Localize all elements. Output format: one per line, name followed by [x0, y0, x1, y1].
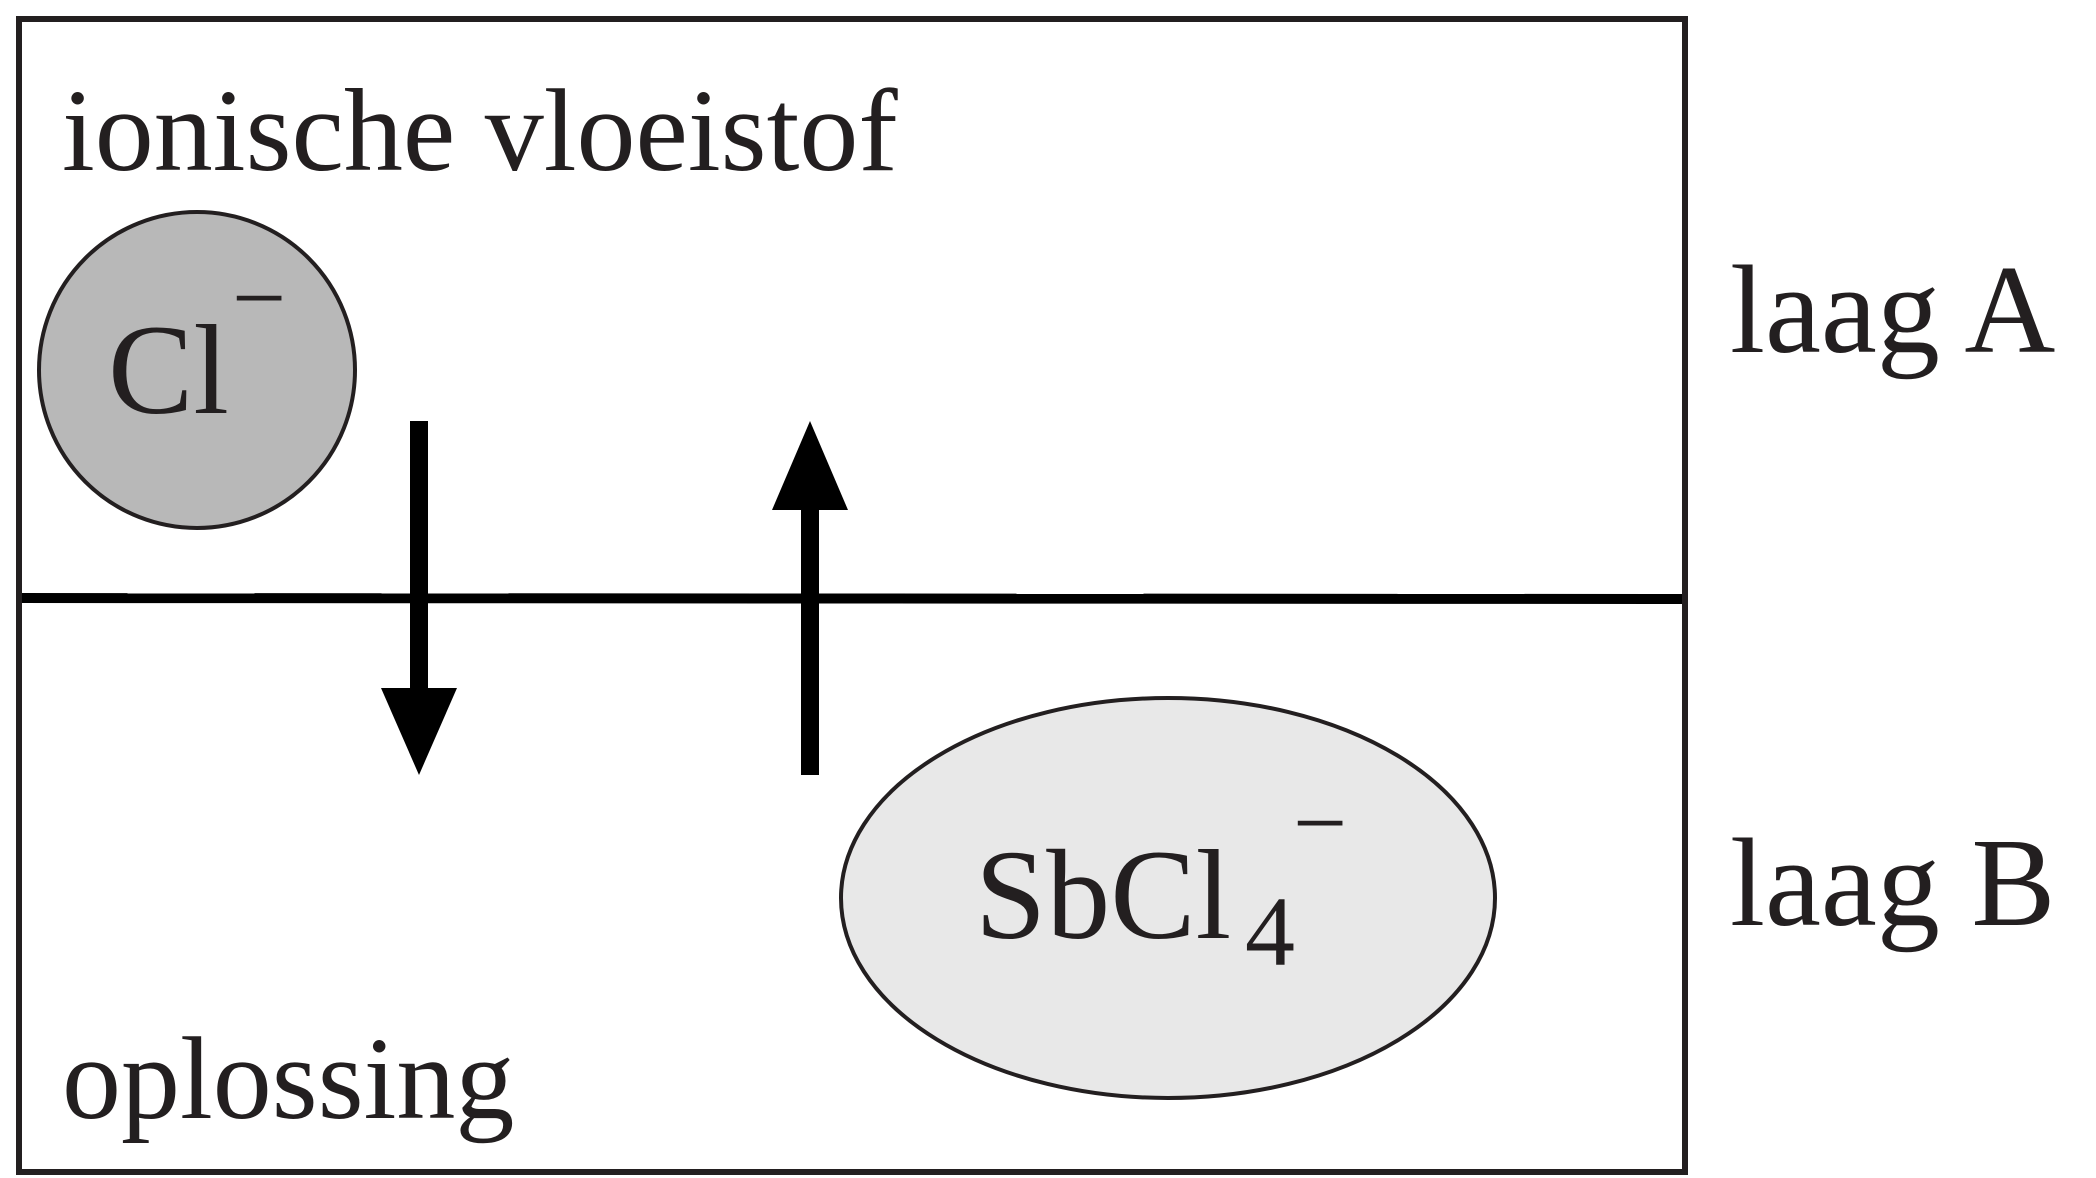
chloride-ion-symbol: Cl: [108, 299, 229, 441]
antimony-complex: SbCl 4 −: [839, 696, 1497, 1100]
container-box: [16, 16, 1688, 1175]
antimony-complex-subscript: 4: [1245, 876, 1295, 987]
ionic-liquid-label: ionische vloeistof: [62, 65, 898, 196]
layer-a-label: laag A: [1730, 241, 2055, 380]
arrow-down-icon: [381, 421, 457, 775]
chloride-ion-charge: −: [232, 244, 286, 351]
phase-boundary-line: [21, 593, 1683, 604]
antimony-complex-charge: −: [1293, 769, 1347, 876]
arrow-up-icon: [772, 421, 848, 775]
chloride-ion: Cl −: [37, 210, 357, 530]
chloride-ion-circle: [37, 210, 357, 530]
antimony-complex-formula: SbCl: [975, 824, 1231, 966]
layer-b-label: laag B: [1730, 814, 2055, 953]
solution-label: oplossing: [62, 1013, 514, 1144]
antimony-complex-ellipse: [839, 696, 1497, 1100]
antimony-complex-symbol: SbCl: [975, 824, 1231, 966]
